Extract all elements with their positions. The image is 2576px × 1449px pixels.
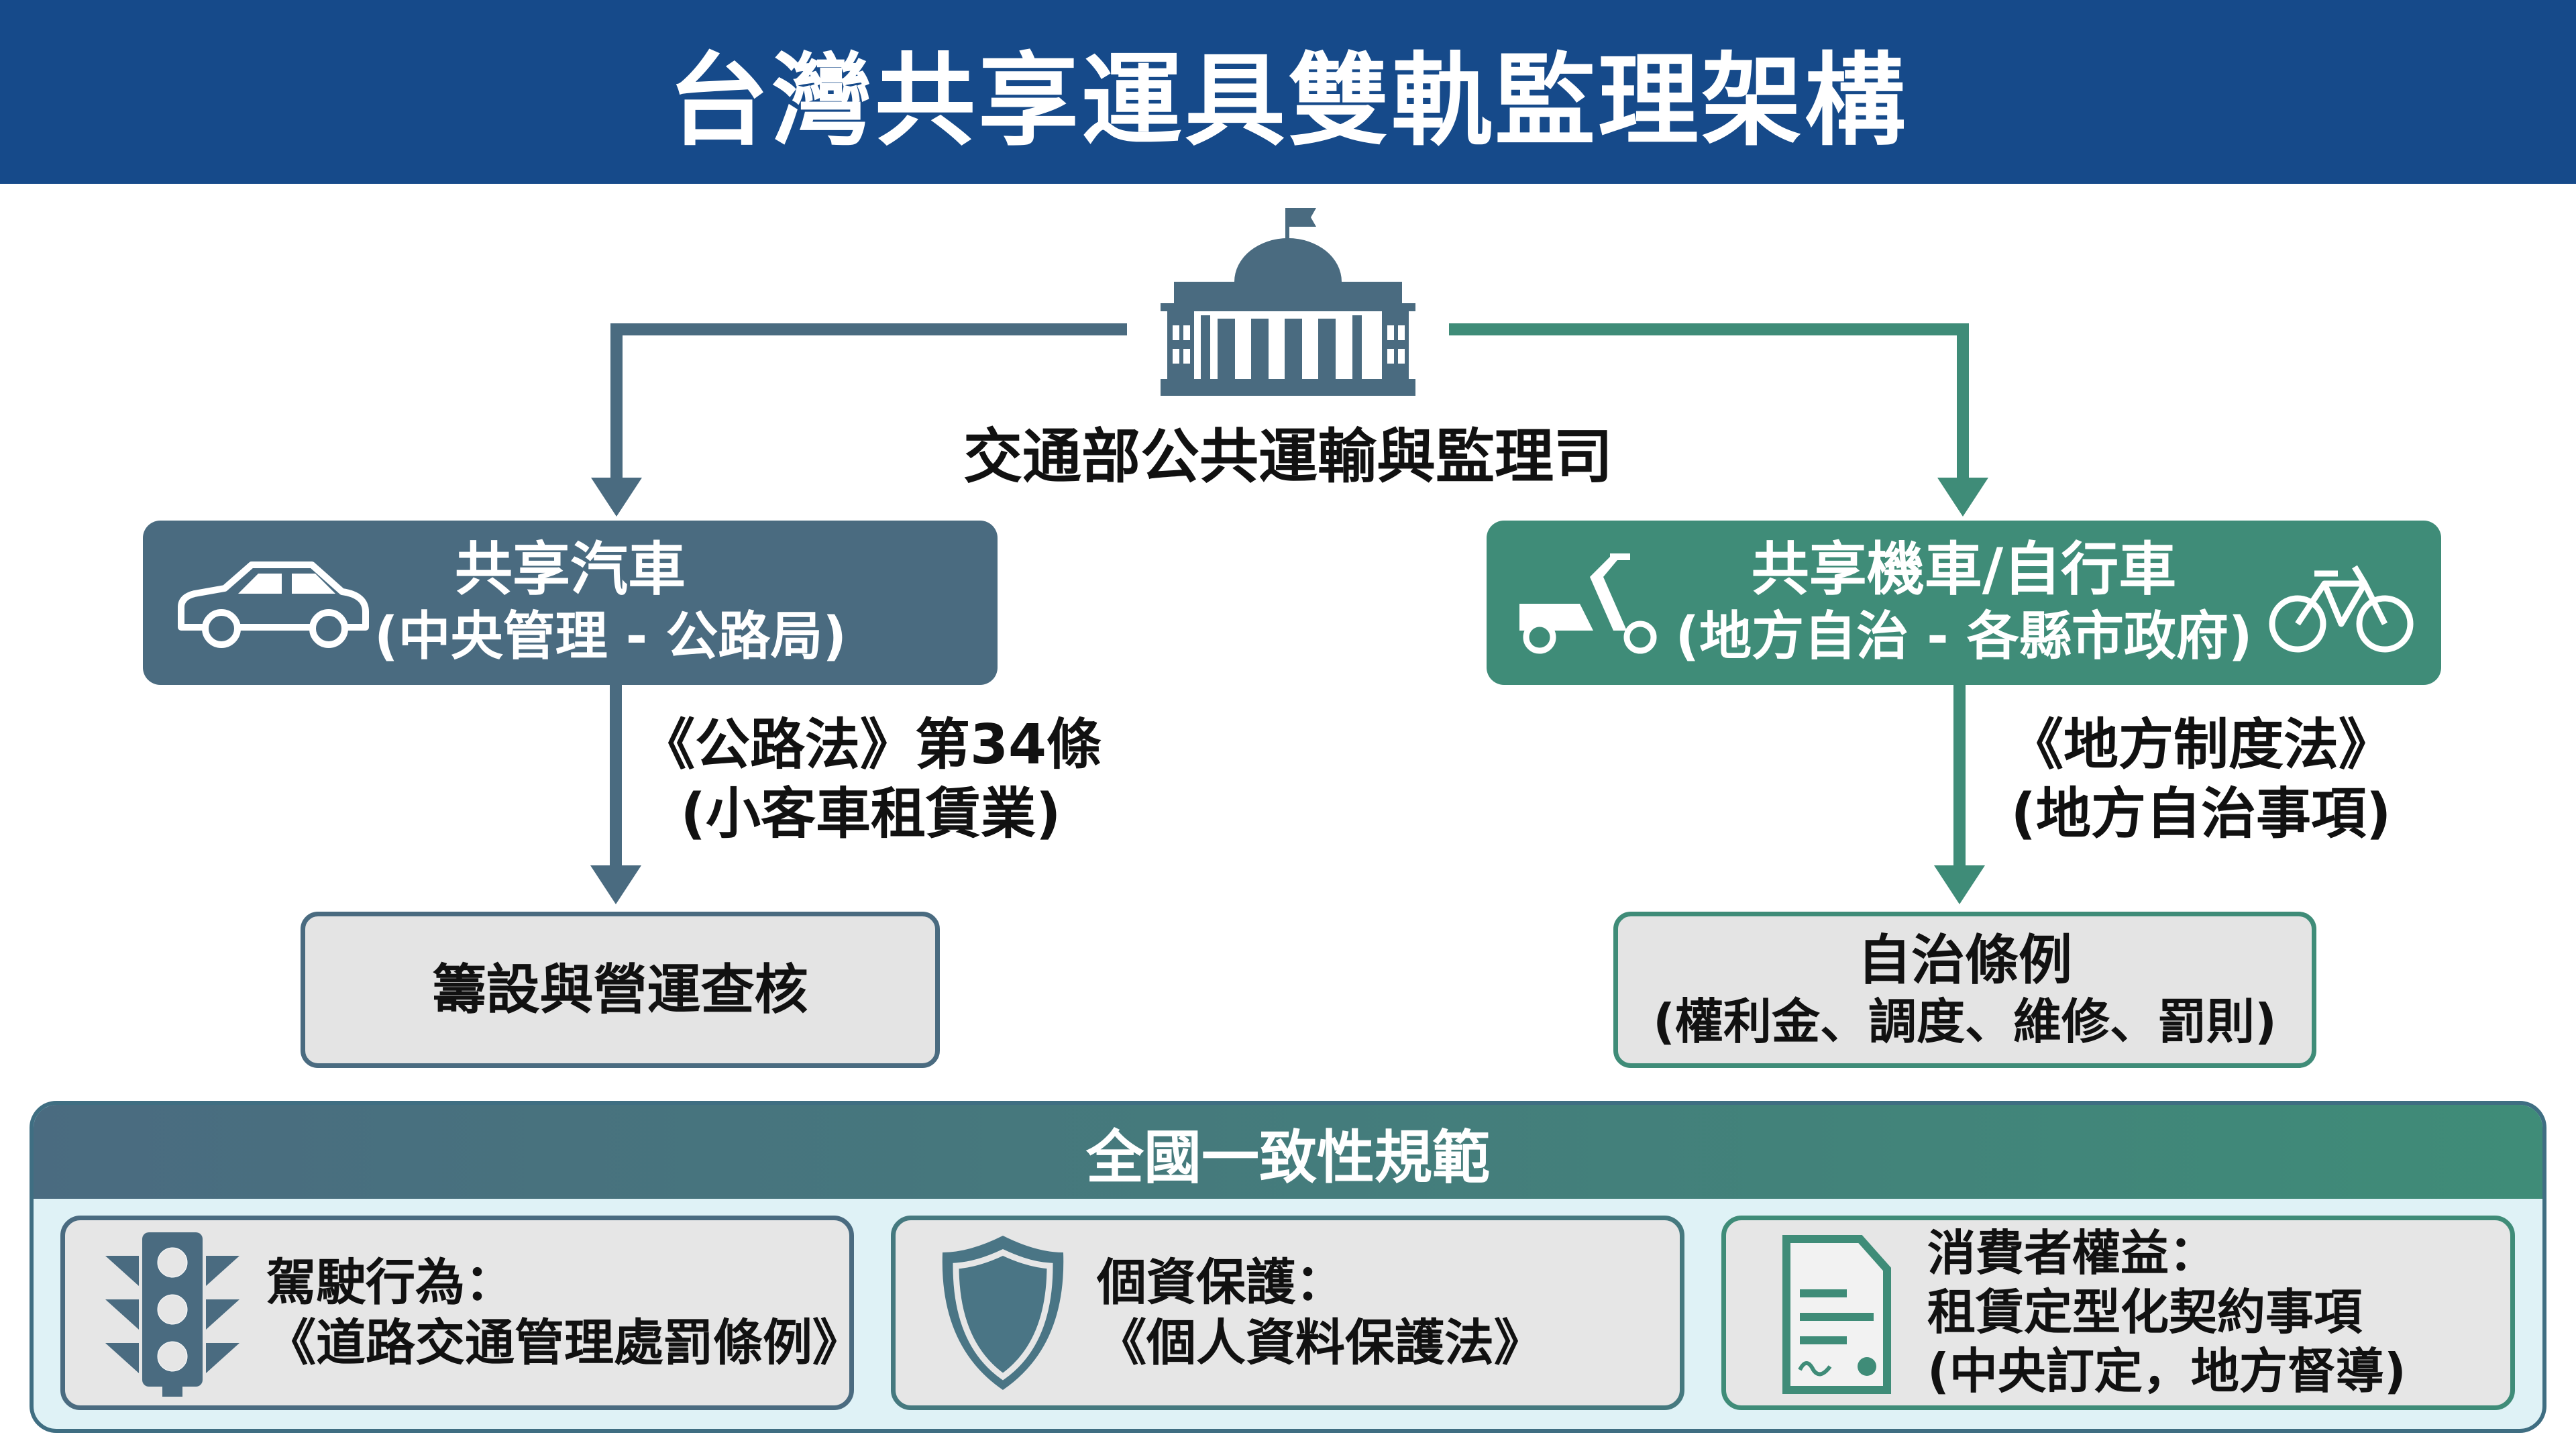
central-law-scope: (小客車租賃業) [680, 782, 1061, 846]
central-box: 共享汽車 (中央管理 - 公路局) [143, 521, 998, 685]
arrow-down-icon [1937, 478, 1988, 517]
card-law: 《個人資料保護法》 [1097, 1314, 1544, 1372]
card-privacy: 個資保護： 《個人資料保護法》 [891, 1216, 1684, 1410]
shield-icon [942, 1236, 1064, 1390]
local-result-title: 自治條例 [1858, 929, 2072, 992]
local-result-box: 自治條例 (權利金、調度、維修、罰則) [1613, 912, 2316, 1068]
card-law: 《道路交通管理處罰條例》 [266, 1314, 862, 1372]
local-subtitle: (地方自治 - 各縣市政府) [1675, 606, 2253, 667]
central-law-name: 《公路法》第34條 [639, 713, 1102, 777]
connector-left [610, 323, 1127, 335]
central-subtitle: (中央管理 - 公路局) [374, 606, 847, 667]
bicycle-icon [2269, 565, 2414, 653]
arrow-down-icon [590, 865, 641, 904]
government-building-icon [1161, 208, 1415, 396]
central-law: 《公路法》第34條 (小客車租賃業) [640, 711, 1102, 849]
local-title: 共享機車/自行車 [1751, 536, 2177, 604]
card-heading: 個資保護： [1097, 1253, 1345, 1311]
car-icon [178, 561, 369, 648]
card-law: 租賃定型化契約事項 [1927, 1284, 2363, 1341]
central-result: 籌設與營運查核 [432, 958, 808, 1021]
central-title: 共享汽車 [455, 536, 686, 604]
local-law: 《地方制度法》 (地方自治事項) [2008, 711, 2394, 849]
connector-local-law [1953, 685, 1966, 873]
connector-right-down [1957, 323, 1969, 484]
central-result-box: 籌設與營運查核 [301, 912, 940, 1068]
local-box: 共享機車/自行車 (地方自治 - 各縣市政府) [1487, 521, 2441, 685]
contract-document-icon [1782, 1235, 1891, 1394]
traffic-light-icon [105, 1232, 239, 1397]
national-standards-panel: 全國一致性規範 駕駛行為： 《道路交通管理處罰條例》 個資保護： 《個人資料保護… [30, 1101, 2546, 1433]
card-driving: 駕駛行為： 《道路交通管理處罰條例》 [60, 1216, 862, 1410]
card-consumer: 消費者權益： 租賃定型化契約事項 (中央訂定，地方督導) [1721, 1216, 2515, 1410]
card-heading: 消費者權益： [1927, 1225, 2218, 1282]
connector-central-law [610, 685, 622, 873]
local-law-name: 《地方制度法》 [2008, 713, 2394, 777]
scooter-icon [1519, 553, 1657, 654]
arrow-down-icon [591, 478, 642, 517]
card-note: (中央訂定，地方督導) [1927, 1342, 2406, 1399]
local-law-scope: (地方自治事項) [2010, 782, 2392, 846]
national-title: 全國一致性規範 [34, 1105, 2542, 1199]
title-banner: 台灣共享運具雙軌監理架構 [0, 0, 2576, 184]
agency-label: 交通部公共運輸與監理司 [963, 422, 1613, 491]
card-heading: 駕駛行為： [266, 1253, 515, 1311]
connector-right [1449, 323, 1969, 335]
connector-left-down [610, 323, 623, 484]
local-result-detail: (權利金、調度、維修、罰則) [1653, 994, 2277, 1051]
page-title: 台灣共享運具雙軌監理架構 [667, 42, 1908, 160]
arrow-down-icon [1934, 865, 1985, 904]
